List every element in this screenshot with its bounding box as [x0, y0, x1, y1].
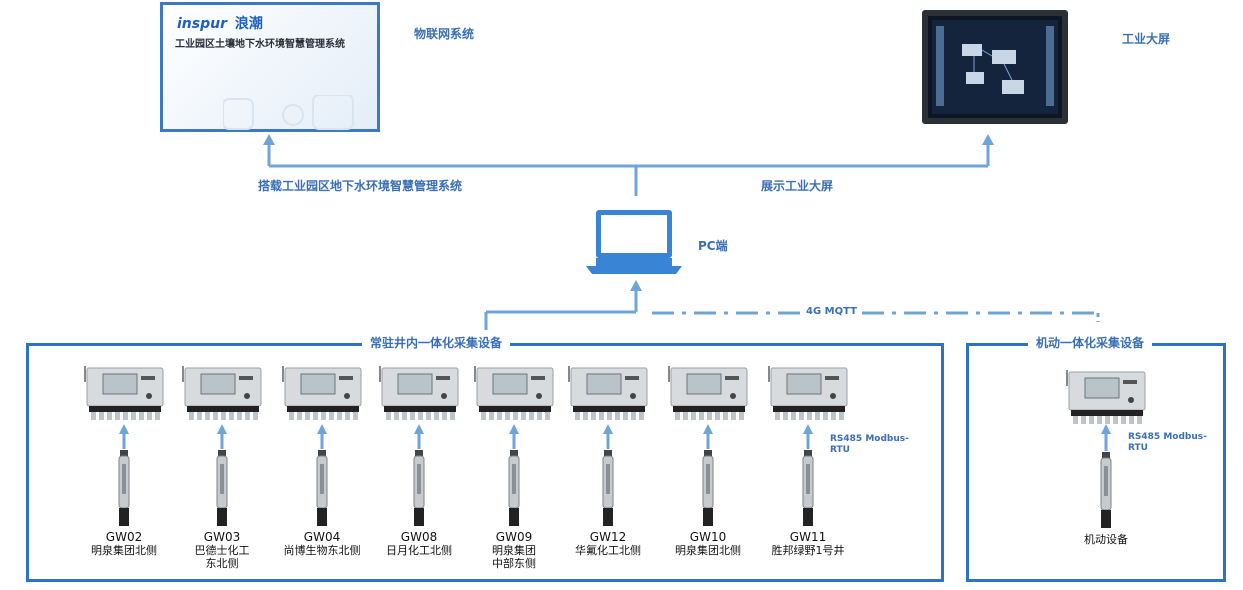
collector-controller-icon [568, 366, 648, 420]
iot-system-title: 工业园区土壤地下水环境智慧管理系统 [175, 39, 345, 50]
iot-system-label: 物联网系统 [414, 27, 475, 41]
water-probe-icon [508, 450, 520, 526]
collector-controller-icon [379, 366, 459, 420]
carry-system-label: 搭载工业园区地下水环境智慧管理系统 [258, 179, 463, 193]
iot-system-screenshot: inspur 浪潮 工业园区土壤地下水环境智慧管理系统 [160, 2, 380, 132]
background-decoration-icon [223, 95, 354, 130]
water-probe-icon [802, 450, 814, 526]
pc-label: PC端 [698, 239, 728, 253]
mobile-group-title: 机动一体化采集设备 [1028, 334, 1153, 351]
fixed-group-title: 常驻井内一体化采集设备 [362, 334, 511, 351]
collector-controller-icon [1066, 370, 1146, 424]
industrial-screen-label: 工业大屏 [1122, 32, 1171, 46]
water-probe-icon [702, 450, 714, 526]
fixed-protocol-label: RS485 Modbus- RTU [830, 434, 909, 455]
collector-controller-icon [182, 366, 262, 420]
collector-controller-icon [668, 366, 748, 420]
collector-controller-icon [474, 366, 554, 420]
collector-controller-icon [84, 366, 164, 420]
inspur-logo: inspur 浪潮 [177, 16, 263, 32]
mobile-protocol-label: RS485 Modbus- RTU [1128, 432, 1207, 453]
water-probe-icon [118, 450, 130, 526]
water-probe-icon [316, 450, 328, 526]
water-probe-icon [216, 450, 228, 526]
show-screen-label: 展示工业大屏 [761, 179, 834, 193]
industrial-screen-icon [922, 10, 1068, 124]
network-protocol-label: 4G MQTT [802, 306, 861, 317]
water-probe-icon [1100, 452, 1112, 528]
water-probe-icon [602, 450, 614, 526]
collector-controller-icon [282, 366, 362, 420]
mobile-device-label: 机动设备 [1084, 533, 1128, 546]
collector-controller-icon [768, 366, 848, 420]
water-probe-icon [413, 450, 425, 526]
laptop-icon [586, 210, 682, 274]
